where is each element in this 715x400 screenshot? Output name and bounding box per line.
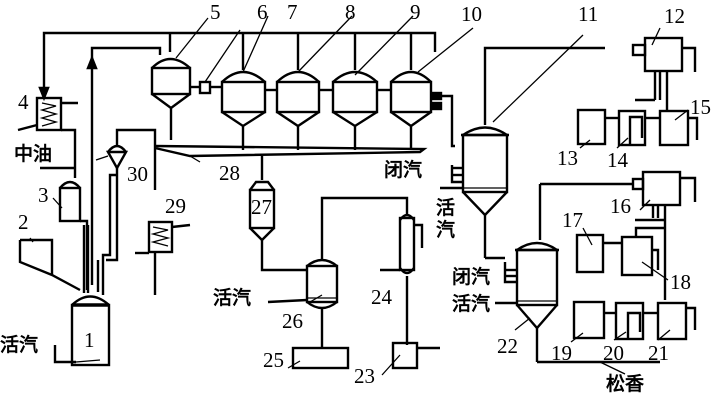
label-equipment-1: 1 bbox=[84, 328, 95, 352]
label-equipment-18: 18 bbox=[670, 270, 691, 294]
receiver-16 bbox=[540, 170, 697, 300]
riser-pipe bbox=[86, 46, 162, 285]
label-equipment-30: 30 bbox=[127, 162, 148, 186]
label-equipment-23: 23 bbox=[354, 364, 375, 388]
label-closed-steam-column-22: 闭汽 bbox=[452, 266, 491, 288]
label-equipment-9: 9 bbox=[410, 0, 421, 24]
label-equipment-5: 5 bbox=[210, 0, 221, 24]
label-medium-oil: 中油 bbox=[14, 143, 53, 165]
label-equipment-25: 25 bbox=[263, 348, 284, 372]
label-equipment-4: 4 bbox=[18, 90, 29, 114]
label-equipment-14: 14 bbox=[607, 148, 628, 172]
label-live-steam-still-26: 活汽 bbox=[213, 287, 252, 309]
condenser-4 bbox=[17, 86, 78, 165]
condenser-24 bbox=[380, 213, 424, 345]
tank-7 bbox=[220, 15, 269, 150]
label-live-steam-column-22: 活汽 bbox=[452, 293, 491, 315]
label-equipment-8: 8 bbox=[345, 0, 356, 24]
tank-8 bbox=[275, 15, 353, 150]
label-equipment-3: 3 bbox=[38, 183, 49, 207]
conveyor-28 bbox=[154, 144, 428, 180]
tank-9 bbox=[331, 15, 414, 150]
receiver-12 bbox=[631, 27, 697, 110]
tank-21 bbox=[656, 301, 697, 341]
label-equipment-17: 17 bbox=[562, 208, 583, 232]
column-22 bbox=[495, 241, 660, 364]
tank-18 bbox=[620, 226, 669, 281]
label-equipment-24: 24 bbox=[371, 285, 392, 309]
label-equipment-7: 7 bbox=[287, 0, 298, 24]
tank-5 bbox=[150, 17, 209, 140]
separator-3 bbox=[40, 165, 89, 290]
tank-15 bbox=[658, 109, 699, 147]
label-equipment-20: 20 bbox=[603, 341, 624, 365]
label-equipment-19: 19 bbox=[551, 341, 572, 365]
label-live-steam-dissolver: 活汽 bbox=[0, 334, 39, 356]
separator-30 bbox=[95, 128, 157, 262]
label-equipment-2: 2 bbox=[18, 210, 29, 234]
label-equipment-22: 22 bbox=[497, 334, 518, 358]
label-rosin-product: 松香 bbox=[606, 373, 645, 395]
feed-hopper-2 bbox=[18, 237, 81, 292]
tank-10 bbox=[389, 27, 474, 150]
label-equipment-16: 16 bbox=[610, 194, 631, 218]
label-equipment-13: 13 bbox=[557, 146, 578, 170]
tank-25 bbox=[287, 346, 350, 370]
label-equipment-21: 21 bbox=[648, 341, 669, 365]
tank-13 bbox=[576, 108, 607, 149]
label-equipment-12: 12 bbox=[664, 4, 685, 28]
label-equipment-28: 28 bbox=[219, 161, 240, 185]
label-equipment-29: 29 bbox=[165, 194, 186, 218]
label-equipment-10: 10 bbox=[461, 2, 482, 26]
label-equipment-26: 26 bbox=[282, 309, 303, 333]
filter-6 bbox=[190, 29, 241, 95]
top-header-pipe bbox=[42, 31, 437, 88]
column-11 bbox=[440, 34, 605, 260]
condenser-29 bbox=[135, 220, 191, 295]
label-equipment-27: 27 bbox=[251, 195, 272, 219]
still-26 bbox=[267, 196, 409, 348]
label-equipment-6: 6 bbox=[257, 0, 268, 24]
label-live-steam-column-11: 活汽 bbox=[436, 197, 456, 241]
label-equipment-15: 15 bbox=[690, 95, 711, 119]
rosin-outlet-pointer bbox=[599, 361, 626, 375]
tank-20 bbox=[613, 301, 645, 341]
label-equipment-11: 11 bbox=[578, 2, 599, 26]
tank-19 bbox=[570, 300, 606, 343]
receiver-23 bbox=[381, 341, 440, 376]
tank-17 bbox=[575, 227, 605, 274]
label-closed-steam-column-11: 闭汽 bbox=[384, 159, 423, 181]
tank-14 bbox=[616, 109, 647, 149]
tank-27 bbox=[248, 180, 308, 272]
